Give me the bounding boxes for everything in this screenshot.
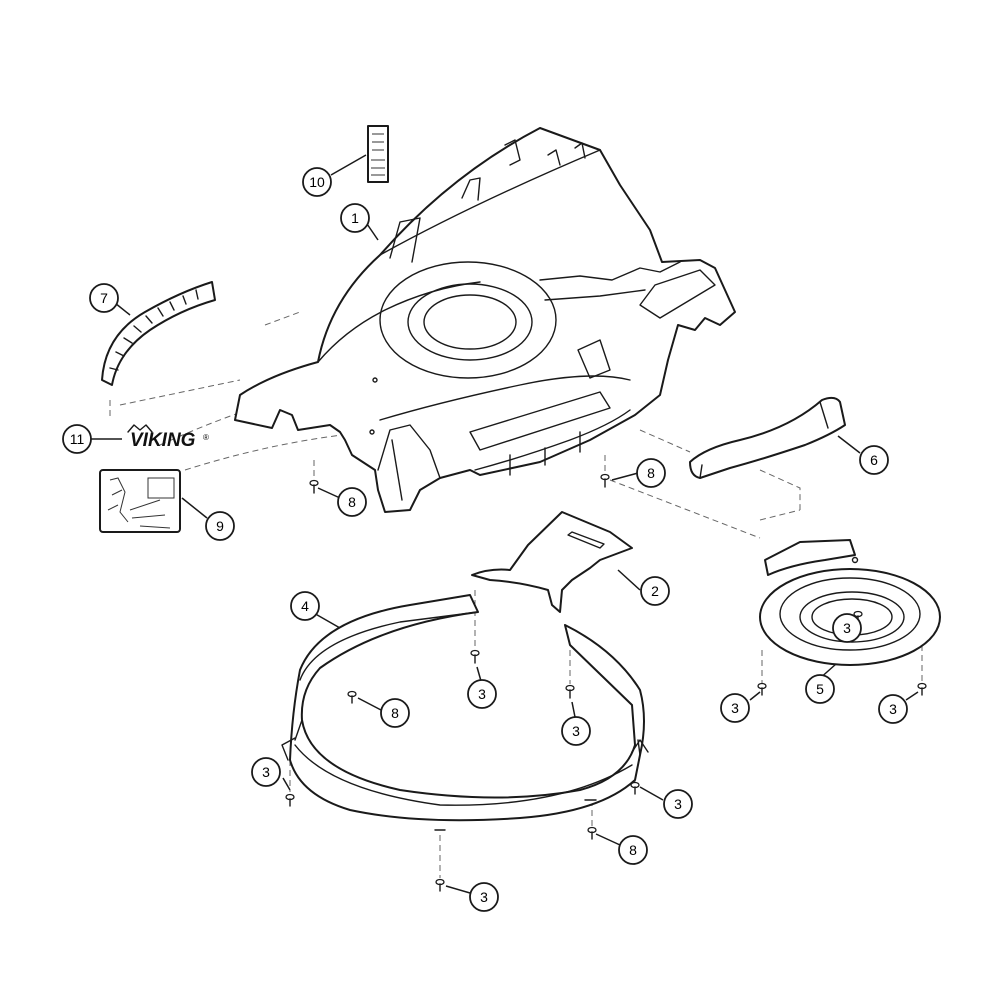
callout-3d: 3 [663, 789, 693, 819]
callout-2: 2 [640, 576, 670, 606]
callout-4-label: 4 [301, 598, 309, 614]
callout-4: 4 [290, 591, 320, 621]
screw-icon [630, 781, 640, 795]
callout-7-label: 7 [100, 290, 108, 306]
callout-8c: 8 [380, 698, 410, 728]
viking-logo-decal: VIKING ® [127, 424, 209, 451]
callout-9-label: 9 [216, 518, 224, 534]
blade-plate [759, 539, 941, 666]
callout-3a: 3 [467, 679, 497, 709]
screw-icon [309, 479, 319, 494]
leader-lines [90, 154, 919, 894]
screw-icon [587, 826, 597, 840]
screw-icon [757, 682, 767, 696]
callout-3c-label: 3 [262, 764, 270, 780]
screw-icon [917, 682, 927, 696]
callout-3d-label: 3 [674, 796, 682, 812]
callout-3h-label: 3 [843, 620, 851, 636]
side-trim [689, 396, 846, 479]
callout-6: 6 [859, 445, 889, 475]
callout-10: 10 [302, 167, 332, 197]
callout-3f-label: 3 [731, 700, 739, 716]
guard-strip [101, 281, 216, 386]
callout-8b: 8 [636, 458, 666, 488]
callout-8a: 8 [337, 487, 367, 517]
callout-3a-label: 3 [478, 686, 486, 702]
callout-5: 5 [805, 674, 835, 704]
callout-7: 7 [89, 283, 119, 313]
callout-1: 1 [340, 203, 370, 233]
callout-5-label: 5 [816, 681, 824, 697]
callout-1-label: 1 [351, 210, 359, 226]
screw-icon [470, 649, 480, 664]
screw-icon [435, 878, 445, 892]
callout-3b-label: 3 [572, 723, 580, 739]
callout-3f: 3 [720, 693, 750, 723]
screw-icon [565, 684, 575, 699]
screw-icon [347, 690, 357, 704]
mower-deck-housing [234, 127, 736, 513]
screws [285, 473, 927, 892]
logo-helmet-icon [127, 424, 153, 433]
cutting-ring [281, 594, 649, 831]
screw-icon [600, 473, 610, 488]
callout-9: 9 [205, 511, 235, 541]
callout-3c: 3 [251, 757, 281, 787]
screw-icon [285, 793, 295, 807]
callout-8c-label: 8 [391, 705, 399, 721]
instruction-decal [99, 469, 181, 533]
callout-10-label: 10 [309, 174, 325, 190]
callout-2-label: 2 [651, 583, 659, 599]
callout-6-label: 6 [870, 452, 878, 468]
logo-text: VIKING [130, 430, 196, 451]
deflector-plate [471, 511, 633, 613]
callout-3h: 3 [832, 613, 862, 643]
callout-3e-label: 3 [480, 889, 488, 905]
callout-8d-label: 8 [629, 842, 637, 858]
callout-3e: 3 [469, 882, 499, 912]
callout-8b-label: 8 [647, 465, 655, 481]
callout-11: 11 [62, 424, 92, 454]
warning-label [367, 125, 389, 183]
callout-11-label: 11 [70, 431, 85, 447]
callout-3b: 3 [561, 716, 591, 746]
callout-3g-label: 3 [889, 701, 897, 717]
callout-8a-label: 8 [348, 494, 356, 510]
callout-8d: 8 [618, 835, 648, 865]
callout-3g: 3 [878, 694, 908, 724]
logo-registered-mark: ® [203, 433, 209, 442]
